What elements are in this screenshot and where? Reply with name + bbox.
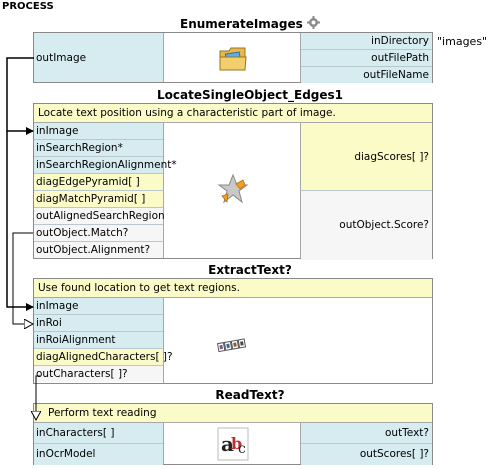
svg-text:b: b: [231, 434, 242, 453]
port-outscores[interactable]: outScores[ ]?: [301, 444, 432, 465]
port-diagalignedcharacters[interactable]: diagAlignedCharacters[ ]?: [34, 349, 173, 366]
extract-text-block[interactable]: Use found location to get text regions. …: [33, 278, 433, 384]
gear-icon: [306, 16, 320, 29]
read-outputs: outText? outScores[ ]?: [300, 423, 432, 465]
extract-description: Use found location to get text regions.: [34, 279, 432, 298]
port-insearchregionalignment[interactable]: inSearchRegionAlignment*: [34, 157, 177, 174]
port-incharacters[interactable]: inCharacters[ ]: [34, 423, 163, 444]
locate-description: Locate text position using a characteris…: [34, 104, 432, 123]
enumerate-images-title[interactable]: EnumerateImages: [165, 16, 335, 31]
port-extract-inimage[interactable]: inImage: [34, 298, 163, 315]
svg-text:a: a: [221, 432, 234, 456]
extract-inputs: inImage inRoi inRoiAlignment diagAligned…: [34, 298, 173, 383]
port-outimage[interactable]: outImage: [34, 50, 163, 66]
svg-text:c: c: [238, 441, 246, 457]
port-outfilename[interactable]: outFileName: [301, 67, 432, 83]
port-outobject-score[interactable]: outObject.Score?: [301, 191, 432, 260]
enumerate-images-block[interactable]: outImage inDirectory outFilePath outFile…: [33, 32, 433, 83]
enumerate-outputs: inDirectory outFilePath outFileName: [300, 33, 432, 83]
read-text-title[interactable]: ReadText?: [215, 388, 285, 402]
port-inimage[interactable]: inImage: [34, 123, 163, 140]
port-inocrmodel[interactable]: inOcrModel: [34, 444, 163, 465]
locate-block[interactable]: Locate text position using a characteris…: [33, 103, 433, 260]
locate-inputs: inImage inSearchRegion* inSearchRegionAl…: [34, 123, 177, 258]
port-diagedgepyramid[interactable]: diagEdgePyramid[ ]: [34, 174, 163, 191]
star-template-icon: [216, 172, 250, 209]
port-outalignedsearchregion[interactable]: outAlignedSearchRegion: [34, 208, 165, 225]
port-outobject-match[interactable]: outObject.Match?: [34, 225, 163, 242]
wire-outimage-to-locate-inimage: [6, 57, 34, 135]
port-outtext[interactable]: outText?: [301, 423, 432, 444]
wire-outimage-to-extract-inimage: [6, 131, 34, 311]
read-inputs: inCharacters[ ] inOcrModel: [34, 423, 164, 465]
locate-outputs: diagScores[ ]? outObject.Score?: [300, 123, 432, 260]
port-insearchregion[interactable]: inSearchRegion*: [34, 140, 163, 157]
wire-aligned-region-to-inroi: [12, 232, 33, 324]
enumerate-images-title-text: EnumerateImages: [180, 17, 303, 31]
port-outcharacters[interactable]: outCharacters[ ]?: [34, 366, 163, 382]
indirectory-value[interactable]: "images": [437, 35, 488, 48]
read-text-block[interactable]: Perform text reading inCharacters[ ] inO…: [33, 403, 433, 465]
folder-image-icon: [218, 45, 248, 76]
text-strip-icon: [216, 335, 249, 358]
port-diagscores[interactable]: diagScores[ ]?: [301, 123, 432, 191]
process-title: PROCESS: [2, 1, 54, 12]
wire-outcharacters-to-incharacters: [36, 375, 40, 420]
port-diagmatchpyramid[interactable]: diagMatchPyramid[ ]: [34, 191, 163, 208]
port-outfilepath[interactable]: outFilePath: [301, 50, 432, 67]
port-inroi[interactable]: inRoi: [34, 315, 163, 332]
enumerate-inputs: outImage: [34, 33, 164, 82]
extract-text-title[interactable]: ExtractText?: [208, 263, 292, 277]
locate-title[interactable]: LocateSingleObject_Edges1: [156, 88, 344, 102]
port-indirectory[interactable]: inDirectory: [301, 33, 432, 50]
port-inroialignment[interactable]: inRoiAlignment: [34, 332, 163, 349]
ocr-abc-icon: a b c: [217, 427, 249, 464]
port-outobject-alignment[interactable]: outObject.Alignment?: [34, 242, 163, 258]
read-description: Perform text reading: [34, 404, 432, 423]
